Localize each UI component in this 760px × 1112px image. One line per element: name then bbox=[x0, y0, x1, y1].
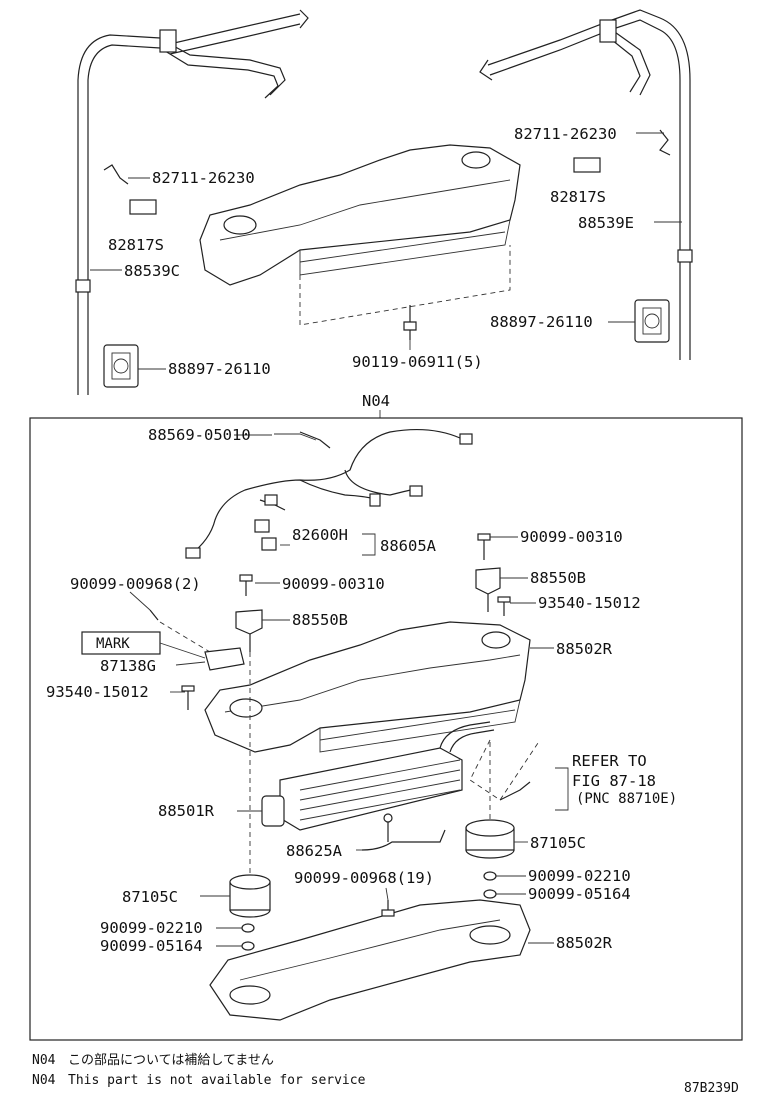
label-clamp-right: 82711-26230 bbox=[514, 125, 617, 143]
label-harness-clip: 88569-05010 bbox=[148, 426, 251, 444]
label-plate-left: 82817S bbox=[108, 236, 164, 254]
label-screw-left-top: 90099-00310 bbox=[282, 575, 385, 593]
label-servo-right: 88550B bbox=[530, 569, 586, 587]
figure-id: 87B239D bbox=[684, 1081, 739, 1096]
note-1-text: この部品については補給してません bbox=[68, 1053, 274, 1068]
label-duct-right: 88539E bbox=[578, 214, 634, 232]
label-nut-right: 90099-05164 bbox=[528, 885, 631, 903]
label-grommet-left: 88897-26110 bbox=[168, 360, 271, 378]
label-bolt-top: 90119-06911(5) bbox=[352, 353, 483, 371]
label-harness-assy: 88605A bbox=[380, 537, 437, 555]
group-label: N04 bbox=[362, 392, 390, 410]
note-1-code: N04 bbox=[32, 1053, 56, 1068]
label-blower-left: 87105C bbox=[122, 888, 178, 906]
label-duct-left: 88539C bbox=[124, 262, 180, 280]
label-case-lower: 88502R bbox=[556, 934, 613, 952]
blower-left-icon bbox=[229, 874, 271, 918]
label-screw-right-top: 90099-00310 bbox=[520, 528, 623, 546]
label-servo-left: 88550B bbox=[292, 611, 348, 629]
blower-right-icon bbox=[465, 819, 515, 859]
label-sensor: 87138G bbox=[100, 657, 156, 675]
label-case-upper: 88502R bbox=[556, 640, 613, 658]
label-evaporator: 88501R bbox=[158, 802, 215, 820]
label-clamp-left: 82711-26230 bbox=[152, 169, 255, 187]
label-clip-left: 90099-00968(2) bbox=[70, 575, 201, 593]
label-wire-harness: 82600H bbox=[292, 526, 348, 544]
note-2-text: This part is not available for service bbox=[68, 1073, 366, 1088]
label-refer-2: FIG 87-18 bbox=[572, 772, 656, 790]
label-refer-1: REFER TO bbox=[572, 752, 647, 770]
label-blower-right: 87105C bbox=[530, 834, 586, 852]
label-washer-left: 90099-02210 bbox=[100, 919, 203, 937]
grommet-right-icon bbox=[634, 299, 670, 343]
note-2-code: N04 bbox=[32, 1073, 56, 1088]
upper-assembly-illustration bbox=[75, 9, 693, 395]
label-thermistor: 88625A bbox=[286, 842, 343, 860]
group-frame bbox=[29, 417, 743, 1041]
label-refer-3: (PNC 88710E) bbox=[576, 791, 677, 807]
lower-assembly-illustration bbox=[81, 428, 569, 1021]
label-nut-left: 90099-05164 bbox=[100, 937, 203, 955]
label-washer-right: 90099-02210 bbox=[528, 867, 631, 885]
label-clip-bottom: 90099-00968(19) bbox=[294, 869, 434, 887]
label-plate-right: 82817S bbox=[550, 188, 606, 206]
label-mark: MARK bbox=[96, 636, 130, 652]
grommet-left-icon bbox=[103, 344, 139, 388]
label-screw-left: 93540-15012 bbox=[46, 683, 149, 701]
label-grommet-right: 88897-26110 bbox=[490, 313, 593, 331]
label-screw-right: 93540-15012 bbox=[538, 594, 641, 612]
